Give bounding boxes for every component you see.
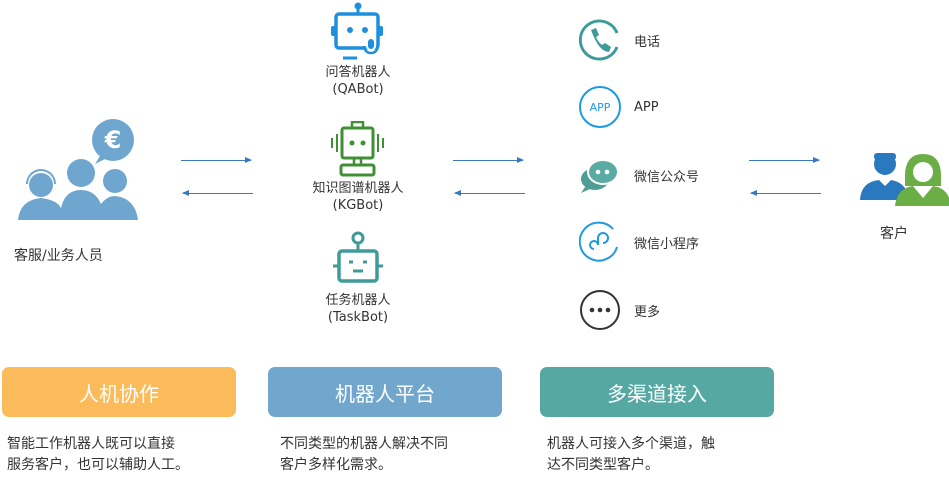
customer-label: 客户 [880,226,908,242]
arrow-left [750,190,821,196]
kgbot-name: 知识图谱机器人 [312,181,404,196]
arrow-right [453,157,524,163]
kgbot-code: (KGBot) [332,198,384,213]
customer-service-staff-icon: € [18,119,138,220]
feature-box-multichannel: 多渠道接入 [540,367,774,417]
channel-more: 更多 [579,289,660,331]
channel-label: 电话 [634,34,661,50]
feature-desc: 不同类型的机器人解决不同客户多样化需求。 [280,434,448,476]
channel-label: 微信公众号 [634,169,700,185]
taskbot-icon [331,231,385,289]
desc-line: 不同类型的机器人解决不同 [280,436,448,452]
feature-desc: 智能工作机器人既可以直接服务客户，也可以辅助人工。 [7,434,189,476]
desc-line: 服务客户，也可以辅助人工。 [7,457,189,473]
arrow-left [454,190,525,196]
feature-box-collaboration: 人机协作 [2,367,236,417]
wechat-icon [581,159,619,193]
phone-icon [579,19,619,61]
channel-wechat: 微信公众号 [579,155,699,195]
arrow-right [749,157,820,163]
channel-app: APP APP [579,86,659,128]
channel-mini-program: 微信小程序 [579,221,699,263]
qabot-name: 问答机器人 [325,65,391,80]
channel-label: 微信小程序 [634,236,700,252]
customer-icon [860,153,949,206]
staff-label: 客服/业务人员 [14,248,103,264]
qabot-code: (QABot) [332,82,384,97]
app-icon: APP [579,86,621,128]
channel-phone: 电话 [579,19,660,61]
qabot-icon [329,2,387,64]
arrow-left [182,190,253,196]
svg-text:€: € [104,126,122,154]
channel-label: APP [634,99,659,115]
mini-program-icon [579,221,618,262]
more-icon [580,290,620,330]
arrow-right [181,157,252,163]
desc-line: 机器人可接入多个渠道，触 [547,436,715,452]
taskbot-code: (TaskBot) [327,310,389,325]
taskbot-label: 任务机器人 (TaskBot) [298,292,418,326]
app-icon-text: APP [589,100,611,114]
desc-line: 客户多样化需求。 [280,457,392,473]
channel-label: 更多 [634,304,661,320]
feature-box-platform: 机器人平台 [268,367,502,417]
desc-line: 达不同类型客户。 [547,457,659,473]
feature-desc: 机器人可接入多个渠道，触达不同类型客户。 [547,434,715,476]
taskbot-name: 任务机器人 [325,293,391,308]
desc-line: 智能工作机器人既可以直接 [7,436,175,452]
kgbot-label: 知识图谱机器人 (KGBot) [290,180,426,214]
staff-group: € [15,118,140,223]
feature-title: 多渠道接入 [607,381,707,406]
qabot-label: 问答机器人 (QABot) [298,64,418,98]
feature-title: 人机协作 [79,381,159,406]
kgbot-icon [330,120,386,181]
feature-title: 机器人平台 [335,381,435,406]
